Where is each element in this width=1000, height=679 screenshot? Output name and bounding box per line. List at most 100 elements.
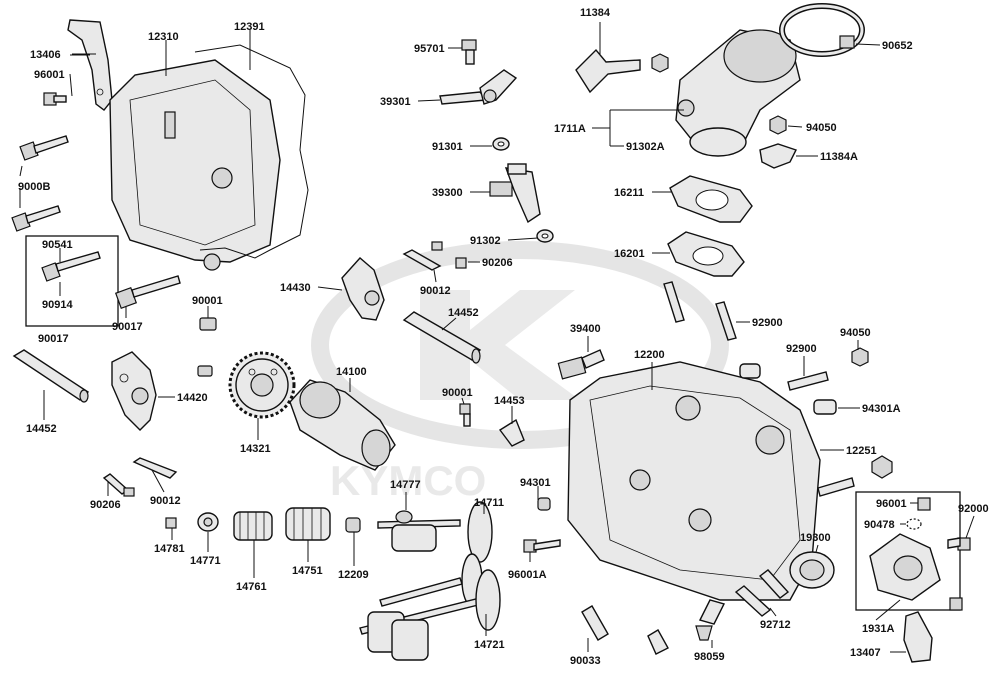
spring-14751 xyxy=(285,507,331,541)
bolt-90541 xyxy=(41,251,101,282)
label-11384: 11384 xyxy=(580,7,611,19)
nut-94050-right xyxy=(851,347,869,367)
seal-12209 xyxy=(345,517,361,533)
nut-94050-top xyxy=(769,115,787,135)
bolt-96001-right xyxy=(917,497,931,511)
label-96001A: 96001A xyxy=(508,569,547,581)
clamp-90652 xyxy=(779,3,865,57)
label-14781: 14781 xyxy=(154,543,185,555)
camshaft-14100 xyxy=(289,379,396,471)
label-90001-center: 90001 xyxy=(442,387,473,399)
bolt-90001-center xyxy=(459,403,471,427)
thermostat-cover-1931A xyxy=(869,533,941,601)
dowel-94301 xyxy=(537,497,551,511)
clamp-13407 xyxy=(903,611,933,663)
injector-holder-39301 xyxy=(439,69,518,105)
pins-left xyxy=(102,457,178,497)
washer-91302 xyxy=(536,229,554,243)
label-13406: 13406 xyxy=(30,49,61,61)
gasket-16201 xyxy=(667,231,745,277)
callout-box-1931A xyxy=(855,491,961,611)
label-39300: 39300 xyxy=(432,187,463,199)
label-12310: 12310 xyxy=(148,31,179,43)
label-92900-a: 92900 xyxy=(752,317,783,329)
label-14430: 14430 xyxy=(280,282,311,294)
sleeve-94301A xyxy=(739,363,837,415)
label-14321: 14321 xyxy=(240,443,271,455)
label-90001-left: 90001 xyxy=(192,295,223,307)
label-39400: 39400 xyxy=(570,323,601,335)
leader-lines xyxy=(19,22,975,653)
label-91301: 91301 xyxy=(432,141,463,153)
label-13407: 13407 xyxy=(850,647,881,659)
label-90017: 90017 xyxy=(112,321,143,333)
label-12391: 12391 xyxy=(234,21,265,33)
bracket-13406 xyxy=(67,19,113,111)
label-39301: 39301 xyxy=(380,96,411,108)
nut-12251 xyxy=(871,455,893,479)
callout-box-90017 xyxy=(25,235,119,327)
valve-assembly-14711 xyxy=(377,501,493,563)
label-12200: 12200 xyxy=(634,349,665,361)
gasket-16211 xyxy=(669,175,753,223)
label-95701: 95701 xyxy=(414,43,445,55)
label-92712: 92712 xyxy=(760,619,791,631)
label-94301: 94301 xyxy=(520,477,551,489)
part-labels: 13406 96001 9000B 90541 90914 90017 9001… xyxy=(18,7,989,667)
label-9000B: 9000B xyxy=(18,181,50,193)
sensor-39400 xyxy=(557,349,605,380)
label-16211: 16211 xyxy=(614,187,644,199)
label-90206-center: 90206 xyxy=(482,257,513,269)
label-14420: 14420 xyxy=(177,392,208,404)
retainer-14771 xyxy=(197,512,219,532)
cam-sprocket-14321 xyxy=(228,351,296,419)
label-90652: 90652 xyxy=(882,40,913,52)
label-90017-box: 90017 xyxy=(38,333,69,345)
label-1711A: 1711A xyxy=(554,123,586,135)
spark-plug-98059 xyxy=(695,599,726,641)
label-96001-right: 96001 xyxy=(876,498,907,510)
clamp-11384 xyxy=(575,48,669,94)
label-1931A: 1931A xyxy=(862,623,894,635)
keeper-14781 xyxy=(165,517,177,529)
spring-14761 xyxy=(233,511,273,541)
injector-39300 xyxy=(489,163,541,224)
rocker-shaft-14452-left xyxy=(12,349,90,403)
label-14777: 14777 xyxy=(390,479,421,491)
label-92000: 92000 xyxy=(958,503,989,515)
bolts-9000B xyxy=(11,135,69,232)
label-91302: 91302 xyxy=(470,235,501,247)
intake-manifold-1711A xyxy=(675,29,801,157)
guide-14453 xyxy=(498,418,525,447)
label-14453: 14453 xyxy=(494,395,525,407)
label-91302A: 91302A xyxy=(626,141,665,153)
rocker-arm-14430 xyxy=(341,257,385,321)
label-19300: 19300 xyxy=(800,532,831,544)
bolt-95701 xyxy=(461,39,477,65)
label-14452-center: 14452 xyxy=(448,307,479,319)
bolt-96001A xyxy=(523,539,561,553)
label-14771: 14771 xyxy=(190,555,221,567)
label-98059: 98059 xyxy=(694,651,725,663)
label-12209: 12209 xyxy=(338,569,369,581)
oring-90478 xyxy=(906,518,922,530)
label-16201: 16201 xyxy=(614,248,645,260)
bolt-92000 xyxy=(947,537,971,611)
valves-14721 xyxy=(359,553,501,661)
label-94050-top: 94050 xyxy=(806,122,837,134)
washer-91301 xyxy=(492,137,510,151)
pins-90206-90012 xyxy=(402,241,467,271)
label-14711: 14711 xyxy=(474,497,504,509)
label-94050-right: 94050 xyxy=(840,327,871,339)
label-90478: 90478 xyxy=(864,519,895,531)
cylinder-head-12200 xyxy=(567,361,821,601)
label-90033: 90033 xyxy=(570,655,601,667)
rocker-arm-14420 xyxy=(111,351,157,431)
label-90541: 90541 xyxy=(42,239,73,251)
label-14751: 14751 xyxy=(292,565,323,577)
label-92900-b: 92900 xyxy=(786,343,817,355)
gasket-12391 xyxy=(194,44,309,259)
thermostat-19300 xyxy=(789,551,835,589)
bolt-96001 xyxy=(43,92,67,106)
label-14452-left: 14452 xyxy=(26,423,57,435)
